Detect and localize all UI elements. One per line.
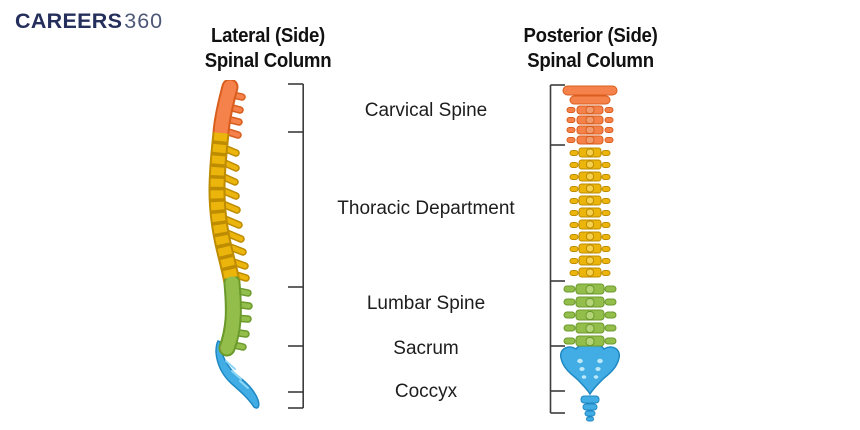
posterior-view-title: Posterior (Side) Spinal Column bbox=[509, 24, 672, 74]
lateral-region-bracket bbox=[288, 83, 305, 409]
lateral-view-title: Lateral (Side) Spinal Column bbox=[194, 24, 343, 74]
label-lumbar-spine: Lumbar Spine bbox=[366, 293, 486, 314]
posterior-cervical-region bbox=[562, 85, 618, 145]
posterior-coccyx bbox=[580, 395, 600, 422]
posterior-lumbar-region bbox=[563, 283, 617, 347]
posterior-title-line1: Posterior (Side) bbox=[523, 25, 658, 47]
label-cervical-spine: Carvical Spine bbox=[364, 100, 488, 121]
lateral-spine-illustration bbox=[208, 80, 260, 409]
lateral-title-line2: Spinal Column bbox=[204, 50, 332, 72]
lateral-cervical-segment bbox=[214, 80, 237, 140]
posterior-title-line2: Spinal Column bbox=[527, 50, 654, 72]
posterior-region-bracket bbox=[549, 84, 565, 414]
label-coccyx: Coccyx bbox=[394, 381, 458, 402]
posterior-spine-illustration bbox=[559, 85, 621, 422]
posterior-thoracic-region bbox=[569, 147, 611, 278]
label-sacrum: Sacrum bbox=[393, 338, 459, 359]
lateral-sacrum-coccyx bbox=[215, 339, 260, 409]
logo-text-careers: CAREERS bbox=[15, 9, 123, 33]
lateral-lumbar-segment bbox=[220, 276, 240, 355]
lateral-thoracic-segment bbox=[210, 132, 239, 285]
label-thoracic-department: Thoracic Department bbox=[337, 198, 515, 219]
careers360-logo: CAREERS360 bbox=[15, 9, 163, 34]
lateral-title-line1: Lateral (Side) bbox=[211, 25, 325, 47]
logo-text-360: 360 bbox=[124, 9, 164, 33]
posterior-sacrum bbox=[559, 342, 621, 396]
